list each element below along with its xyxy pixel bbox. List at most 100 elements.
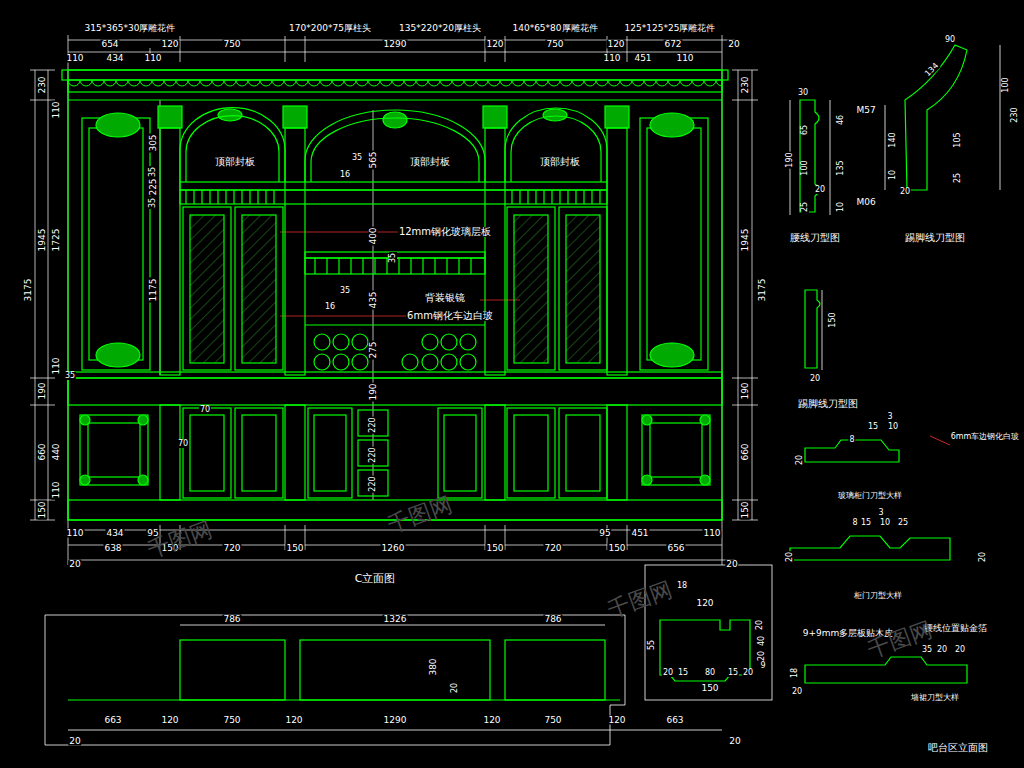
dimension-label: 1326 — [383, 615, 408, 624]
dimension-label: 35 — [149, 197, 157, 209]
dimension-label: 120 — [485, 40, 504, 49]
dimension-label: 434 — [105, 529, 124, 538]
dimension-label: 吧台区立面图 — [927, 743, 989, 753]
dimension-label: 110 — [65, 529, 84, 538]
dimension-label: M57 — [855, 106, 876, 115]
dimension-label: 1945 — [741, 228, 750, 253]
dimension-label: 10 — [889, 169, 897, 181]
dimension-label: 305 — [149, 133, 158, 152]
dimension-label: 65 — [801, 124, 809, 136]
dimension-label: 120 — [160, 40, 179, 49]
dimension-label: 380 — [429, 657, 438, 676]
dimension-label: 6mm车边钢化白玻 — [950, 433, 1021, 441]
dimension-label: 1725 — [52, 228, 61, 253]
dimension-label: 35 — [339, 287, 351, 295]
dimension-label: 20 — [662, 669, 674, 677]
dimension-label: 20 — [728, 737, 741, 746]
dimension-label: 9 — [759, 662, 766, 670]
dimension-label: 786 — [543, 615, 562, 624]
dimension-label: 20 — [756, 619, 764, 631]
dimension-label: 663 — [665, 716, 684, 725]
dimension-label: 1290 — [383, 40, 408, 49]
dimension-label: 135*220*20厚柱头 — [398, 24, 482, 33]
dimension-label: 15 — [860, 519, 872, 527]
dimension-label: 35 — [64, 372, 76, 380]
dimension-label: 16 — [339, 171, 351, 179]
dimension-label: 20 — [809, 375, 821, 383]
dimension-label: 190 — [741, 381, 750, 400]
dimension-label: 6mm钢化车边白玻 — [406, 311, 494, 321]
dimension-label: 120 — [482, 716, 501, 725]
dimension-label: 3175 — [24, 278, 33, 303]
dimension-label: 10 — [837, 201, 845, 213]
dimension-label: 1290 — [383, 716, 408, 725]
dimension-label: 150 — [485, 544, 504, 553]
dimension-label: 110 — [52, 356, 61, 375]
dimension-label: 95 — [598, 529, 611, 538]
dimension-label: 15 — [677, 669, 689, 677]
dimension-label: 660 — [741, 442, 750, 461]
watermark: 千图网 — [604, 578, 675, 622]
dimension-label: 120 — [695, 599, 714, 608]
dimension-label: 顶部封板 — [214, 157, 256, 167]
dimension-label: 225 — [149, 177, 158, 196]
dimension-label: 20 — [791, 688, 803, 696]
dimension-label: 18 — [676, 582, 688, 590]
dimension-label: 顶部封板 — [409, 157, 451, 167]
dimension-label: 750 — [543, 716, 562, 725]
dimension-label: 120 — [607, 716, 626, 725]
dimension-label: 125*125*25厚雕花件 — [624, 24, 717, 33]
dimension-label: 120 — [160, 716, 179, 725]
dimension-label: 150 — [38, 500, 47, 519]
dimension-label: 400 — [369, 226, 378, 245]
dimension-label: 3 — [886, 413, 893, 421]
dimension-label: 150 — [607, 544, 626, 553]
dimension-label: 20 — [451, 682, 459, 694]
dimension-label: 663 — [103, 716, 122, 725]
dimension-label: 100 — [801, 159, 809, 176]
dimension-label: 20 — [814, 186, 826, 194]
dimension-label: 110 — [602, 54, 621, 63]
dimension-label: 190 — [786, 151, 794, 168]
dimension-label: 20 — [68, 560, 81, 569]
dimension-label: 3175 — [758, 278, 767, 303]
dimension-label: 750 — [545, 40, 564, 49]
dimension-label: 110 — [52, 480, 61, 499]
dimension-label: 20 — [758, 650, 766, 662]
dimension-label: 230 — [38, 75, 47, 94]
dimension-label: 150 — [700, 684, 719, 693]
dimension-label: 20 — [727, 40, 740, 49]
dimension-label: 20 — [786, 551, 794, 563]
dimension-label: 230 — [1011, 106, 1019, 123]
dimension-label: 105 — [954, 131, 962, 148]
dimension-label: 220 — [369, 475, 377, 492]
dimension-label: 墙裙刀型大样 — [910, 694, 960, 702]
dimension-label: 70 — [177, 440, 189, 448]
watermark: 千图网 — [144, 518, 215, 562]
dimension-label: 220 — [369, 416, 377, 433]
dimension-label: 720 — [543, 544, 562, 553]
dimension-label: 1175 — [149, 278, 158, 303]
dimension-label: 150 — [741, 500, 750, 519]
dimension-label: 40 — [758, 635, 766, 647]
dimension-label: 150 — [285, 544, 304, 553]
dimension-label: 15 — [727, 669, 739, 677]
dimension-label: 35 — [921, 646, 933, 654]
dimension-label: 80 — [704, 669, 716, 677]
dimension-label: 25 — [897, 519, 909, 527]
dimension-label: 35 — [149, 166, 157, 178]
dimension-label: 220 — [369, 446, 377, 463]
dimension-label: 16 — [324, 303, 336, 311]
dimension-label: 70 — [199, 406, 211, 414]
dimension-label: 背装银镜 — [424, 293, 466, 303]
dimension-label: 451 — [633, 54, 652, 63]
dimension-label: 190 — [369, 382, 378, 401]
dimension-label: 46 — [837, 114, 845, 126]
dimension-label: 20 — [899, 188, 911, 196]
dimension-label: 25 — [954, 172, 962, 184]
dimension-label: 120 — [284, 716, 303, 725]
dimension-label: 190 — [38, 381, 47, 400]
dimension-label: 315*365*30厚雕花件 — [84, 24, 177, 33]
dimension-label: 654 — [100, 40, 119, 49]
